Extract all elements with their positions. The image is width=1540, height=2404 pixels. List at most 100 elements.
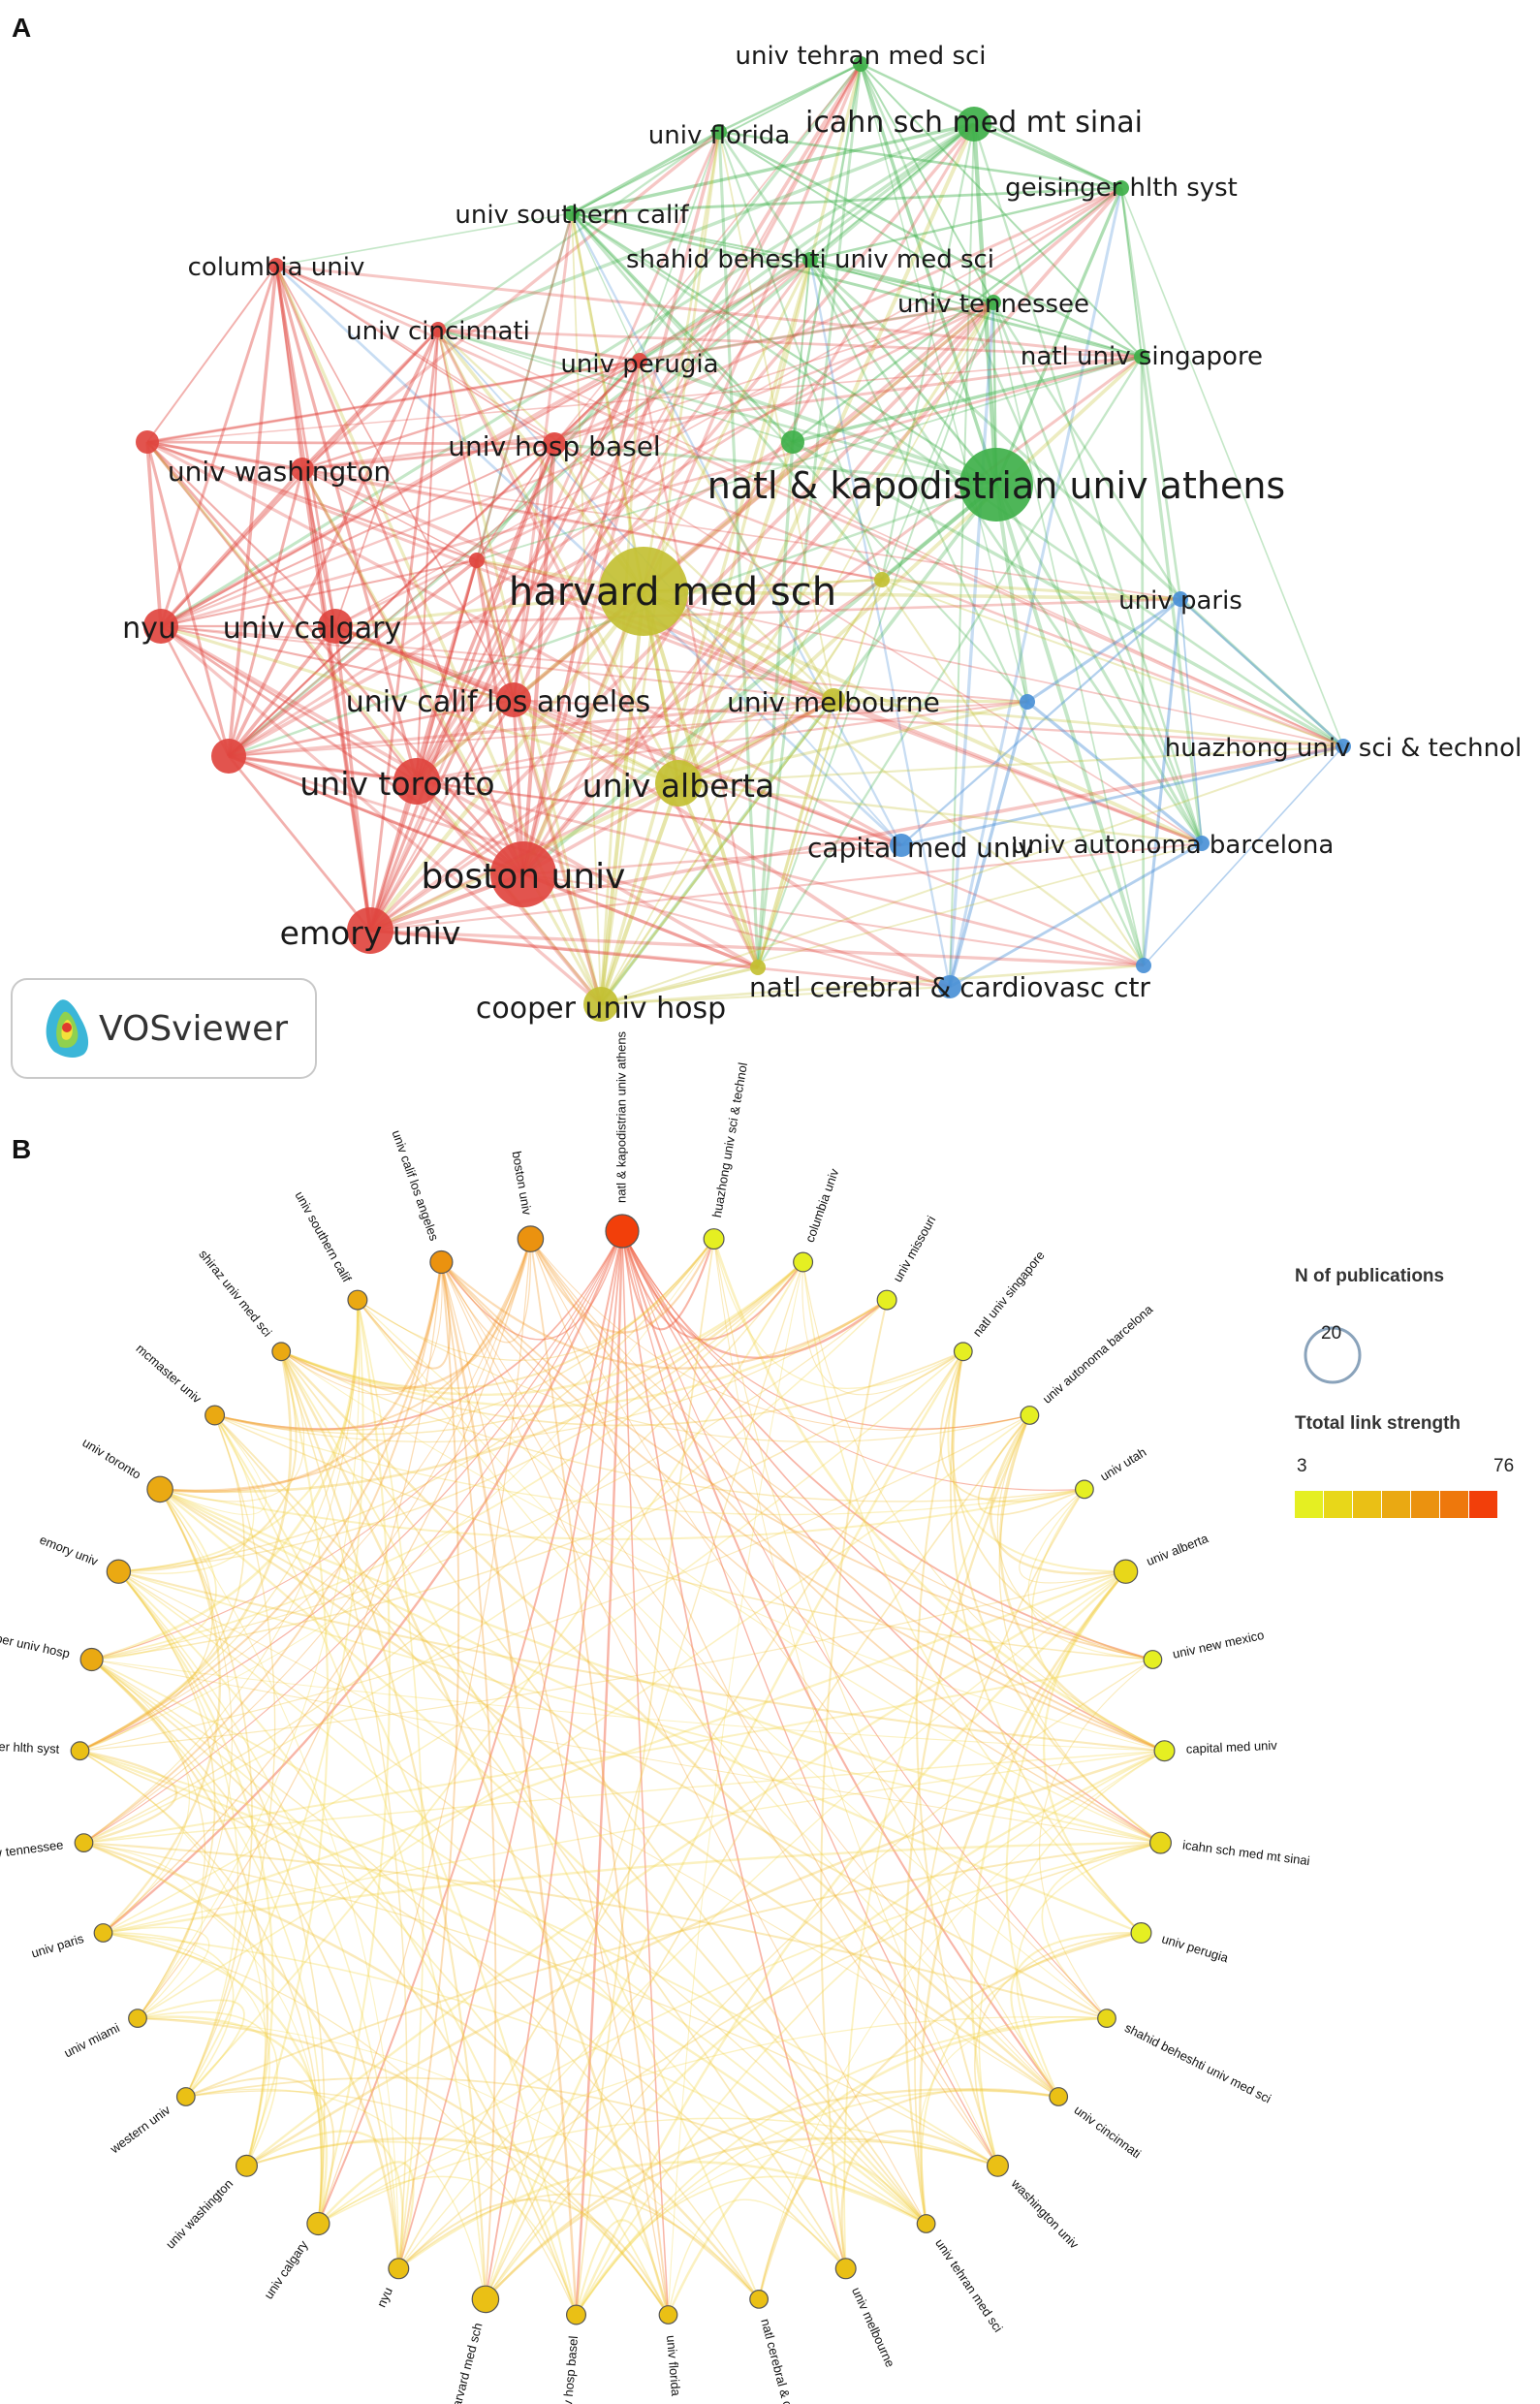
node-univ-florida[interactable] — [658, 2305, 678, 2325]
node-univ-perugia[interactable] — [632, 353, 647, 368]
link-shahid-singapore — [809, 259, 1143, 358]
chord-12-15 — [917, 2016, 1108, 2225]
node-icahn-sch-med-mt-sinai[interactable] — [1148, 1831, 1172, 1854]
node-univ-alberta[interactable] — [1113, 1559, 1139, 1584]
node-shahid-beheshti-univ-med-sci[interactable] — [1097, 2009, 1116, 2029]
chord-2-9 — [802, 1261, 1165, 1752]
node-r2[interactable] — [469, 553, 485, 568]
node-univ-melbourne[interactable] — [834, 2258, 857, 2280]
node-mcmaster-univ[interactable] — [204, 1405, 226, 1426]
node-univ-perugia[interactable] — [1130, 1921, 1152, 1944]
link-usc-cooper — [571, 212, 602, 1005]
chord-9-17 — [758, 1750, 1165, 2300]
node-univ-melbourne[interactable] — [822, 688, 845, 712]
link-columbia-basel — [275, 265, 555, 445]
node-geisinger-hlth-syst[interactable] — [70, 1741, 90, 1761]
node-natl-univ-singapore[interactable] — [953, 1342, 973, 1362]
node-y2[interactable] — [750, 960, 766, 975]
node-geisinger-hlth-syst[interactable] — [1114, 180, 1129, 196]
link-tehran-y2 — [756, 63, 863, 968]
link-boston-cerebral — [522, 872, 951, 989]
node-univ-cincinnati[interactable] — [430, 322, 446, 337]
link-washington-paris — [301, 468, 1181, 600]
node-emory-univ[interactable] — [106, 1559, 132, 1584]
node-univ-southern-calif[interactable] — [347, 1289, 368, 1311]
node-capital-med-univ[interactable] — [1153, 1740, 1176, 1762]
node-r3[interactable] — [211, 739, 246, 774]
chord-11-15 — [920, 1932, 1142, 2225]
node-univ-hosp-basel[interactable] — [565, 2304, 586, 2325]
node-univ-toronto[interactable] — [393, 758, 440, 805]
link-icahn-basel — [553, 122, 975, 446]
link-icahn-athens — [971, 123, 999, 486]
link-r1-cooper — [145, 441, 603, 1005]
node-natl-and-kapodistrian-univ-athens[interactable] — [605, 1214, 640, 1249]
node-b1[interactable] — [1020, 694, 1035, 710]
node-emory-univ[interactable] — [347, 907, 393, 954]
link-cincinnati-athens — [437, 328, 997, 487]
node-univ-new-mexico[interactable] — [1143, 1650, 1163, 1669]
node-univ-paris[interactable] — [93, 1923, 113, 1943]
node-y1[interactable] — [874, 572, 890, 587]
node-univ-southern-calif[interactable] — [564, 206, 580, 221]
chord-25-35 — [137, 1261, 443, 2019]
node-r1[interactable] — [136, 430, 159, 454]
node-natl-univ-singapore[interactable] — [1134, 349, 1149, 364]
node-washington-univ[interactable] — [986, 2154, 1009, 2177]
node-univ-utah[interactable] — [1074, 1479, 1094, 1500]
node-univ-miami[interactable] — [128, 2009, 147, 2029]
node-western-univ[interactable] — [175, 2087, 196, 2106]
node-natl-cerebral-and-cardiovasc-ctr[interactable] — [749, 2289, 769, 2309]
node-univ-calif-los-angeles[interactable] — [429, 1249, 454, 1275]
node-univ-tehran-med-sci[interactable] — [916, 2214, 936, 2233]
link-cincinnati-toronto — [415, 329, 440, 782]
chord-3-32 — [214, 1299, 888, 1443]
chord-6-32 — [214, 1414, 1085, 1516]
chord-2-30 — [118, 1261, 804, 1572]
node-univ-hosp-basel[interactable] — [543, 432, 566, 456]
node-boston-univ[interactable] — [490, 841, 556, 907]
node-univ-tennessee[interactable] — [74, 1833, 94, 1852]
node-univ-florida[interactable] — [711, 124, 727, 140]
link-melbourne-alberta — [677, 698, 834, 785]
node-g1[interactable] — [781, 430, 804, 454]
node-univ-missouri[interactable] — [876, 1289, 897, 1311]
node-shahid-beheshti-univ-med-sci[interactable] — [802, 252, 818, 268]
node-harvard-med-sch[interactable] — [471, 2285, 500, 2314]
node-shiraz-univ-med-sci[interactable] — [271, 1342, 292, 1362]
node-univ-tehran-med-sci[interactable] — [853, 56, 868, 72]
node-univ-alberta[interactable] — [655, 760, 702, 807]
node-nyu[interactable] — [143, 609, 178, 644]
node-natl-and-kapodistrian-univ-athens[interactable] — [959, 448, 1033, 522]
node-nyu[interactable] — [388, 2258, 410, 2280]
node-univ-autonoma-barcelona[interactable] — [1194, 836, 1210, 851]
node-univ-cincinnati[interactable] — [1049, 2087, 1069, 2106]
node-univ-calgary[interactable] — [306, 2211, 330, 2236]
node-cooper-univ-hosp[interactable] — [583, 987, 618, 1022]
node-b2[interactable] — [1136, 958, 1151, 973]
chord-26-29 — [91, 1659, 190, 1934]
node-huazhong-univ-sci-and-technol[interactable] — [703, 1228, 725, 1250]
node-columbia-univ[interactable] — [268, 258, 284, 273]
node-columbia-univ[interactable] — [793, 1251, 814, 1273]
node-univ-calif-los-angeles[interactable] — [496, 682, 531, 717]
node-univ-washington[interactable] — [291, 458, 314, 481]
node-univ-paris[interactable] — [1173, 591, 1188, 607]
link-huazhong-alberta — [677, 744, 1344, 785]
node-univ-calgary[interactable] — [318, 609, 353, 644]
link-washington-boston — [300, 468, 525, 875]
link-geisinger-cerebral — [948, 187, 1123, 988]
link-harvard-boston — [520, 590, 646, 875]
node-icahn-sch-med-mt-sinai[interactable] — [957, 107, 991, 142]
node-natl-cerebral-and-cardiovasc-ctr[interactable] — [938, 975, 961, 998]
node-huazhong-univ-sci-and-technol[interactable] — [1336, 739, 1351, 754]
node-univ-toronto[interactable] — [146, 1475, 173, 1503]
node-cooper-univ-hosp[interactable] — [79, 1647, 104, 1672]
node-capital-med-univ[interactable] — [890, 834, 913, 857]
node-harvard-med-sch[interactable] — [599, 547, 688, 636]
chord-0-26 — [102, 1230, 624, 1934]
node-univ-tennessee[interactable] — [986, 295, 1001, 310]
node-univ-autonoma-barcelona[interactable] — [1020, 1406, 1040, 1425]
node-boston-univ[interactable] — [517, 1225, 545, 1252]
node-univ-washington[interactable] — [236, 2154, 259, 2177]
